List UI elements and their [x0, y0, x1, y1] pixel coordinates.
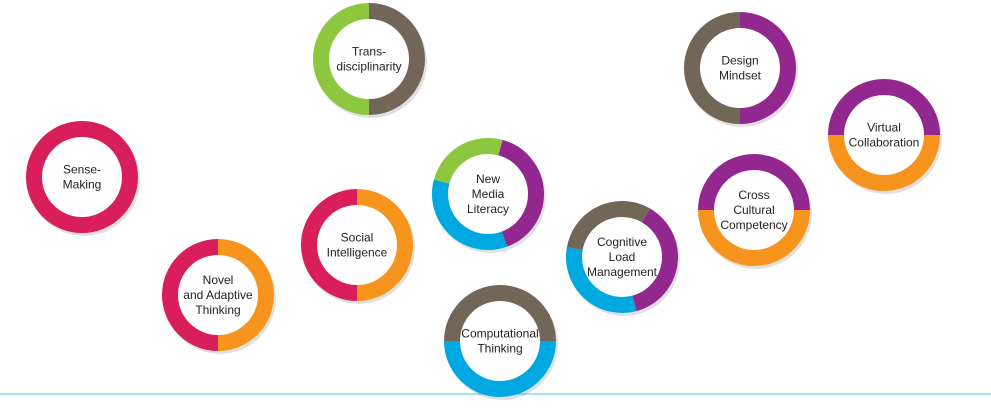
- skill-label-line: Thinking: [477, 342, 522, 356]
- skill-label-line: Mindset: [719, 69, 762, 83]
- skill-label: Trans-disciplinarity: [336, 45, 401, 74]
- ring-segment-green: [313, 3, 370, 115]
- ring-segment-purple: [698, 154, 810, 211]
- skill-label-line: Cognitive: [597, 235, 647, 249]
- ring-segment-purple: [631, 208, 678, 312]
- ring-segment-orange: [698, 209, 810, 266]
- skill-label-line: Intelligence: [327, 246, 388, 260]
- ring-background: [566, 201, 678, 313]
- skill-ring-sense-making: Sense-Making: [26, 121, 140, 236]
- skill-label-line: Computational: [461, 327, 538, 341]
- skill-label-line: Thinking: [195, 303, 240, 317]
- ring-background: [684, 12, 796, 124]
- skill-label-line: New: [476, 172, 500, 186]
- skill-label-line: Management: [587, 265, 658, 279]
- skill-label-line: Load: [609, 250, 636, 264]
- skill-label-line: Media: [472, 187, 505, 201]
- ring-segment-purple: [498, 139, 544, 247]
- ring-background: [313, 3, 425, 115]
- ring-segment-taupe: [368, 3, 425, 115]
- skill-label: Sense-Making: [63, 163, 102, 192]
- ring-segment-blue: [432, 179, 508, 250]
- ring-segment-purple: [739, 12, 796, 124]
- ring-background: [828, 79, 940, 191]
- ring-segment-blue: [566, 247, 637, 313]
- skill-label-line: Collaboration: [849, 136, 920, 150]
- ring-segment-pink: [162, 239, 219, 351]
- ring-segment-green: [433, 138, 503, 185]
- skill-label-line: Competency: [720, 218, 787, 232]
- skill-label-line: disciplinarity: [336, 60, 401, 74]
- skill-label-line: Novel: [203, 273, 234, 287]
- ring-segment-taupe: [566, 201, 650, 251]
- ring-background: [301, 189, 413, 301]
- ring-segment-orange: [217, 239, 274, 351]
- skill-label-line: and Adaptive: [183, 288, 253, 302]
- skill-ring-transdisciplinarity: Trans-disciplinarity: [313, 3, 427, 118]
- ring-segment-blue: [444, 340, 556, 397]
- skill-label-line: Cross: [738, 188, 769, 202]
- ring-segment-pink: [301, 189, 358, 301]
- skill-label-line: Literacy: [467, 202, 509, 216]
- ring-segment-purple: [828, 79, 940, 136]
- skill-label-line: Trans-: [352, 45, 386, 59]
- skill-label-line: Sense-: [63, 163, 101, 177]
- skill-label-line: Social: [341, 231, 374, 245]
- skill-label-line: Design: [721, 54, 758, 68]
- ring-segment-orange: [828, 134, 940, 191]
- skill-label-line: Virtual: [867, 121, 901, 135]
- ring-background: [444, 285, 556, 397]
- ring-segment-pink: [26, 121, 138, 233]
- ring-segment-taupe: [684, 12, 741, 124]
- ring-background: [432, 138, 544, 250]
- ring-background: [162, 239, 274, 351]
- ring-segment-orange: [356, 189, 413, 301]
- skill-label-line: Cultural: [733, 203, 774, 217]
- ring-segment-taupe: [444, 285, 556, 342]
- skill-label-line: Making: [63, 178, 102, 192]
- ring-background: [26, 121, 138, 233]
- ring-background: [698, 154, 810, 266]
